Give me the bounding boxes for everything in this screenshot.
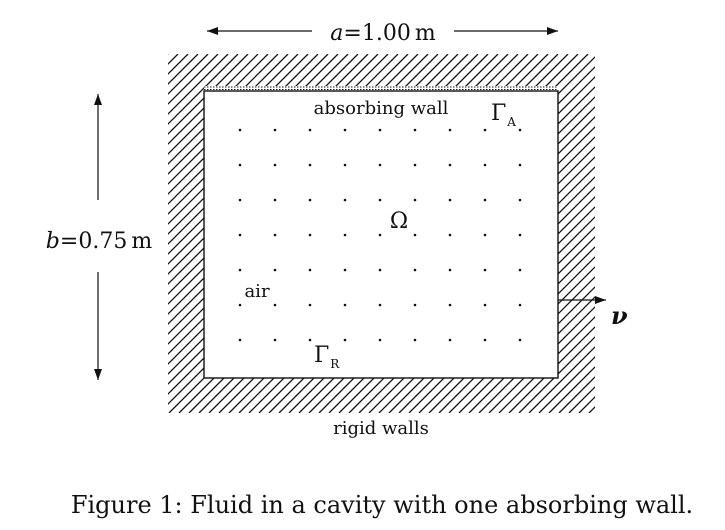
cavity-boundary	[203, 90, 559, 379]
air-dot	[273, 338, 277, 342]
air-dot	[378, 128, 382, 132]
air-dot	[518, 303, 522, 307]
air-dot	[238, 163, 242, 167]
hatch-line	[168, 54, 239, 125]
hatch-line	[508, 326, 595, 413]
air-dot	[343, 338, 347, 342]
air-dot	[273, 303, 277, 307]
air-dot	[378, 303, 382, 307]
air-dot	[238, 128, 242, 132]
air-dot	[448, 338, 452, 342]
gamma-r-label: ΓR	[314, 343, 340, 371]
air-dot	[343, 163, 347, 167]
air-dot	[448, 128, 452, 132]
air-dot	[518, 233, 522, 237]
air-dot	[483, 233, 487, 237]
air-dot	[483, 198, 487, 202]
air-dot	[238, 198, 242, 202]
air-dot	[483, 303, 487, 307]
air-dot	[378, 198, 382, 202]
air-dot	[273, 198, 277, 202]
air-dot	[448, 303, 452, 307]
air-dot	[308, 233, 312, 237]
absorbing-wall-label: absorbing wall	[314, 98, 449, 119]
air-label: air	[244, 281, 269, 302]
air-dot	[308, 163, 312, 167]
air-dot	[308, 268, 312, 272]
air-dot	[518, 268, 522, 272]
hatch-line	[548, 366, 595, 413]
air-dot	[238, 268, 242, 272]
air-dot	[378, 233, 382, 237]
air-dot	[448, 233, 452, 237]
air-dot	[448, 198, 452, 202]
hatch-line	[168, 54, 249, 135]
hatch-line	[168, 54, 259, 145]
hatch-line	[498, 316, 595, 413]
air-dot	[378, 163, 382, 167]
wall-hatching	[168, 54, 595, 413]
air-dot	[308, 128, 312, 132]
air-dot	[483, 338, 487, 342]
figure-caption: Figure 1: Fluid in a cavity with one abs…	[71, 491, 693, 519]
air-dot	[483, 163, 487, 167]
air-dot	[518, 198, 522, 202]
hatch-line	[518, 336, 595, 413]
air-dot	[413, 128, 417, 132]
air-dot	[273, 233, 277, 237]
absorbing-wall-strip	[204, 86, 558, 91]
air-dot	[448, 163, 452, 167]
air-dot	[238, 233, 242, 237]
rigid-walls-label: rigid walls	[333, 418, 429, 439]
air-dot	[343, 233, 347, 237]
air-dot	[238, 338, 242, 342]
air-dot	[413, 198, 417, 202]
omega-label: Ω	[390, 209, 408, 234]
gamma-a-label: ΓA	[491, 101, 516, 129]
air-dot	[518, 338, 522, 342]
air-dot	[343, 268, 347, 272]
air-dot	[343, 198, 347, 202]
air-dot	[378, 268, 382, 272]
air-dot	[308, 198, 312, 202]
hatch-line	[588, 406, 595, 413]
hatch-line	[528, 346, 595, 413]
air-dot	[413, 268, 417, 272]
normal-vector-label: ν	[611, 301, 628, 330]
air-dot	[413, 163, 417, 167]
air-dot	[378, 338, 382, 342]
air-dot	[343, 128, 347, 132]
air-dot	[413, 303, 417, 307]
air-dot-grid	[238, 128, 522, 342]
air-dot	[413, 338, 417, 342]
air-dot	[273, 163, 277, 167]
air-dot	[483, 268, 487, 272]
air-dot	[483, 128, 487, 132]
air-dot	[308, 338, 312, 342]
normal-vector: ν	[558, 296, 628, 330]
air-dot	[273, 128, 277, 132]
air-dot	[273, 268, 277, 272]
air-dot	[518, 128, 522, 132]
hatch-line	[538, 356, 595, 413]
air-dot	[238, 303, 242, 307]
air-dot	[413, 233, 417, 237]
hatch-line	[168, 54, 229, 115]
air-dot	[308, 303, 312, 307]
air-dot	[343, 303, 347, 307]
hatch-line	[578, 396, 595, 413]
air-dot	[518, 163, 522, 167]
air-dot	[448, 268, 452, 272]
